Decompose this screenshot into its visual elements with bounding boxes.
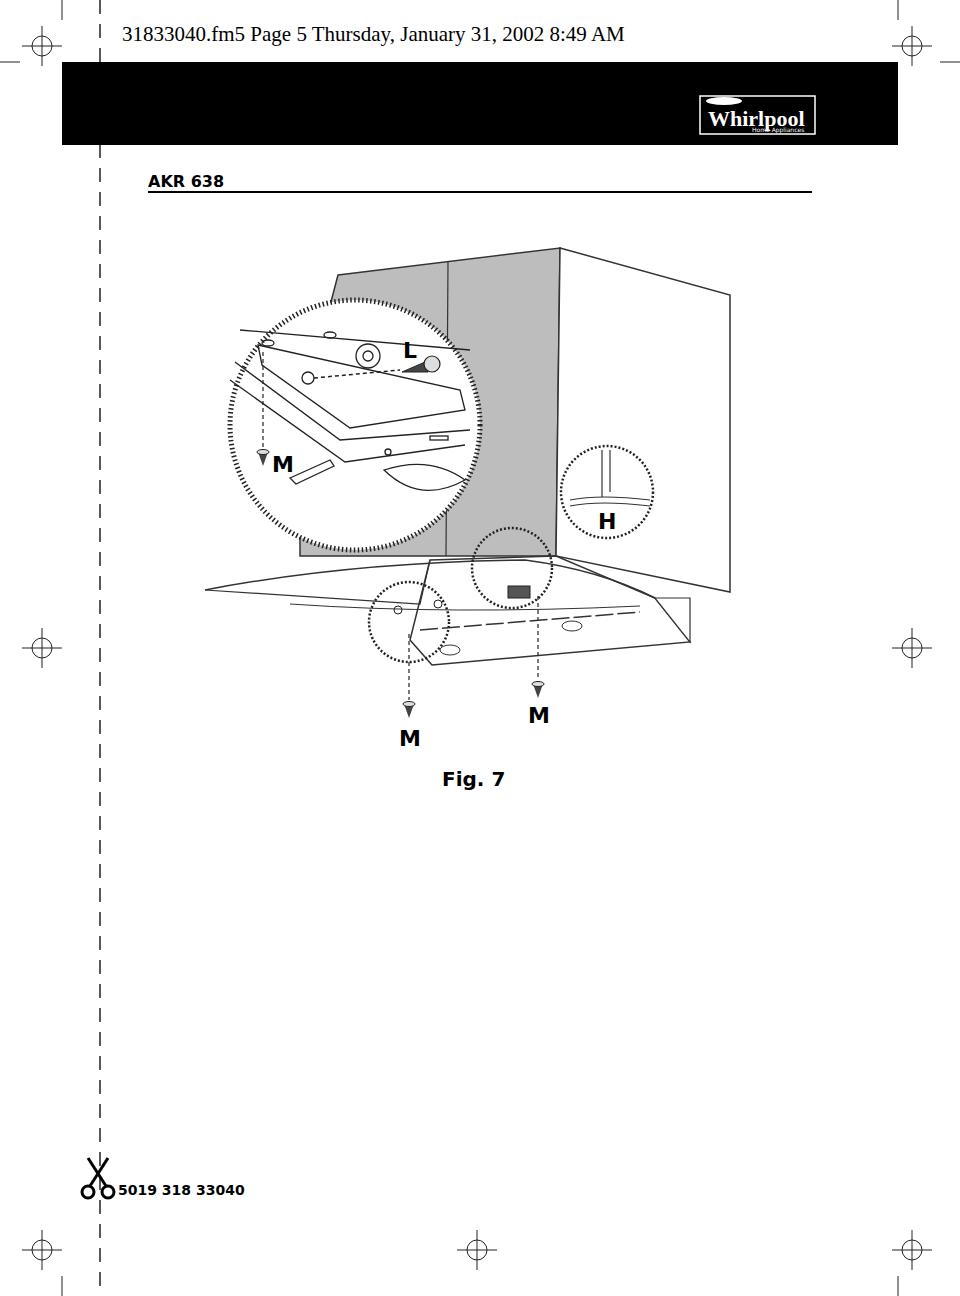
model-heading: AKR 638 (148, 172, 224, 191)
part-letter: H (598, 509, 616, 534)
hood-body (410, 556, 690, 665)
brand-subtitle: Home Appliances (752, 126, 804, 133)
part-letter: L (403, 338, 417, 363)
bracket-detail (230, 330, 470, 490)
logo-mark (706, 97, 742, 105)
magnifier-h (561, 446, 653, 538)
chimney (556, 248, 730, 592)
detail-circle (472, 528, 552, 608)
logo-frame (700, 96, 815, 134)
heading-rule (148, 191, 812, 193)
part-letter: M (528, 703, 550, 728)
figure-caption: Fig. 7 (442, 767, 505, 791)
magnifier-main (230, 300, 480, 550)
part-letter: M (272, 452, 294, 477)
part-letter: M (399, 726, 421, 751)
file-header: 31833040.fm5 Page 5 Thursday, January 31… (122, 22, 625, 47)
header-bar (62, 62, 898, 145)
part-number: 5019 318 33040 (118, 1182, 245, 1198)
glass-canopy (205, 560, 655, 598)
scissors-icon (82, 1158, 114, 1198)
cut-line (99, 0, 101, 1296)
